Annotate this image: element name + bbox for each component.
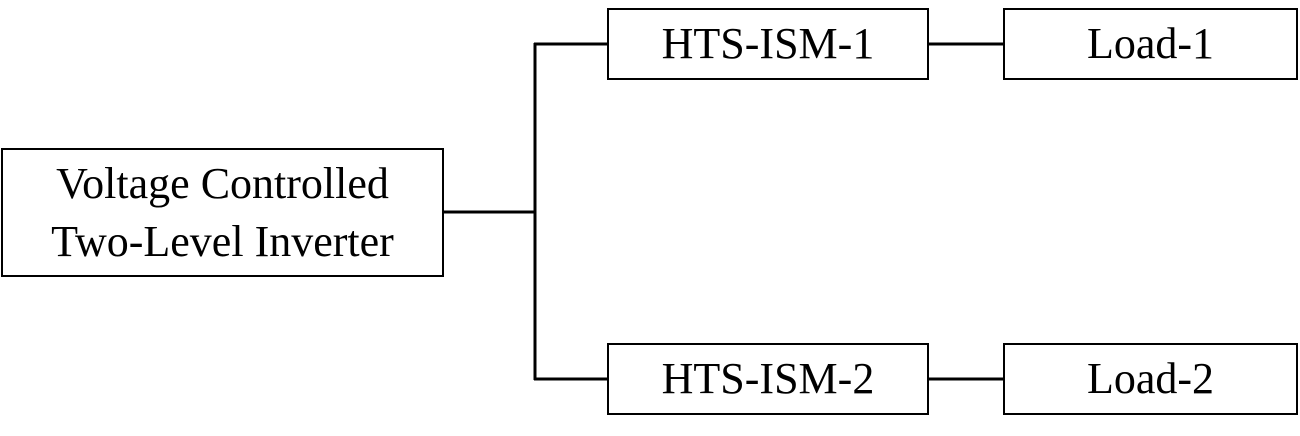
load-1-label: Load-1 xyxy=(1086,19,1215,69)
hts-ism-1-block: HTS-ISM-1 xyxy=(607,8,929,80)
hts-ism-1-label: HTS-ISM-1 xyxy=(661,19,875,69)
load-1-block: Load-1 xyxy=(1003,8,1298,80)
inverter-label-line2: Two-Level Inverter xyxy=(51,216,394,266)
load-2-block: Load-2 xyxy=(1003,343,1298,415)
hts-ism-2-block: HTS-ISM-2 xyxy=(607,343,929,415)
inverter-block: Voltage Controlled Two-Level Inverter xyxy=(1,148,444,277)
inverter-label-line1: Voltage Controlled xyxy=(56,159,389,209)
load-2-label: Load-2 xyxy=(1086,354,1215,404)
hts-ism-2-label: HTS-ISM-2 xyxy=(661,354,875,404)
